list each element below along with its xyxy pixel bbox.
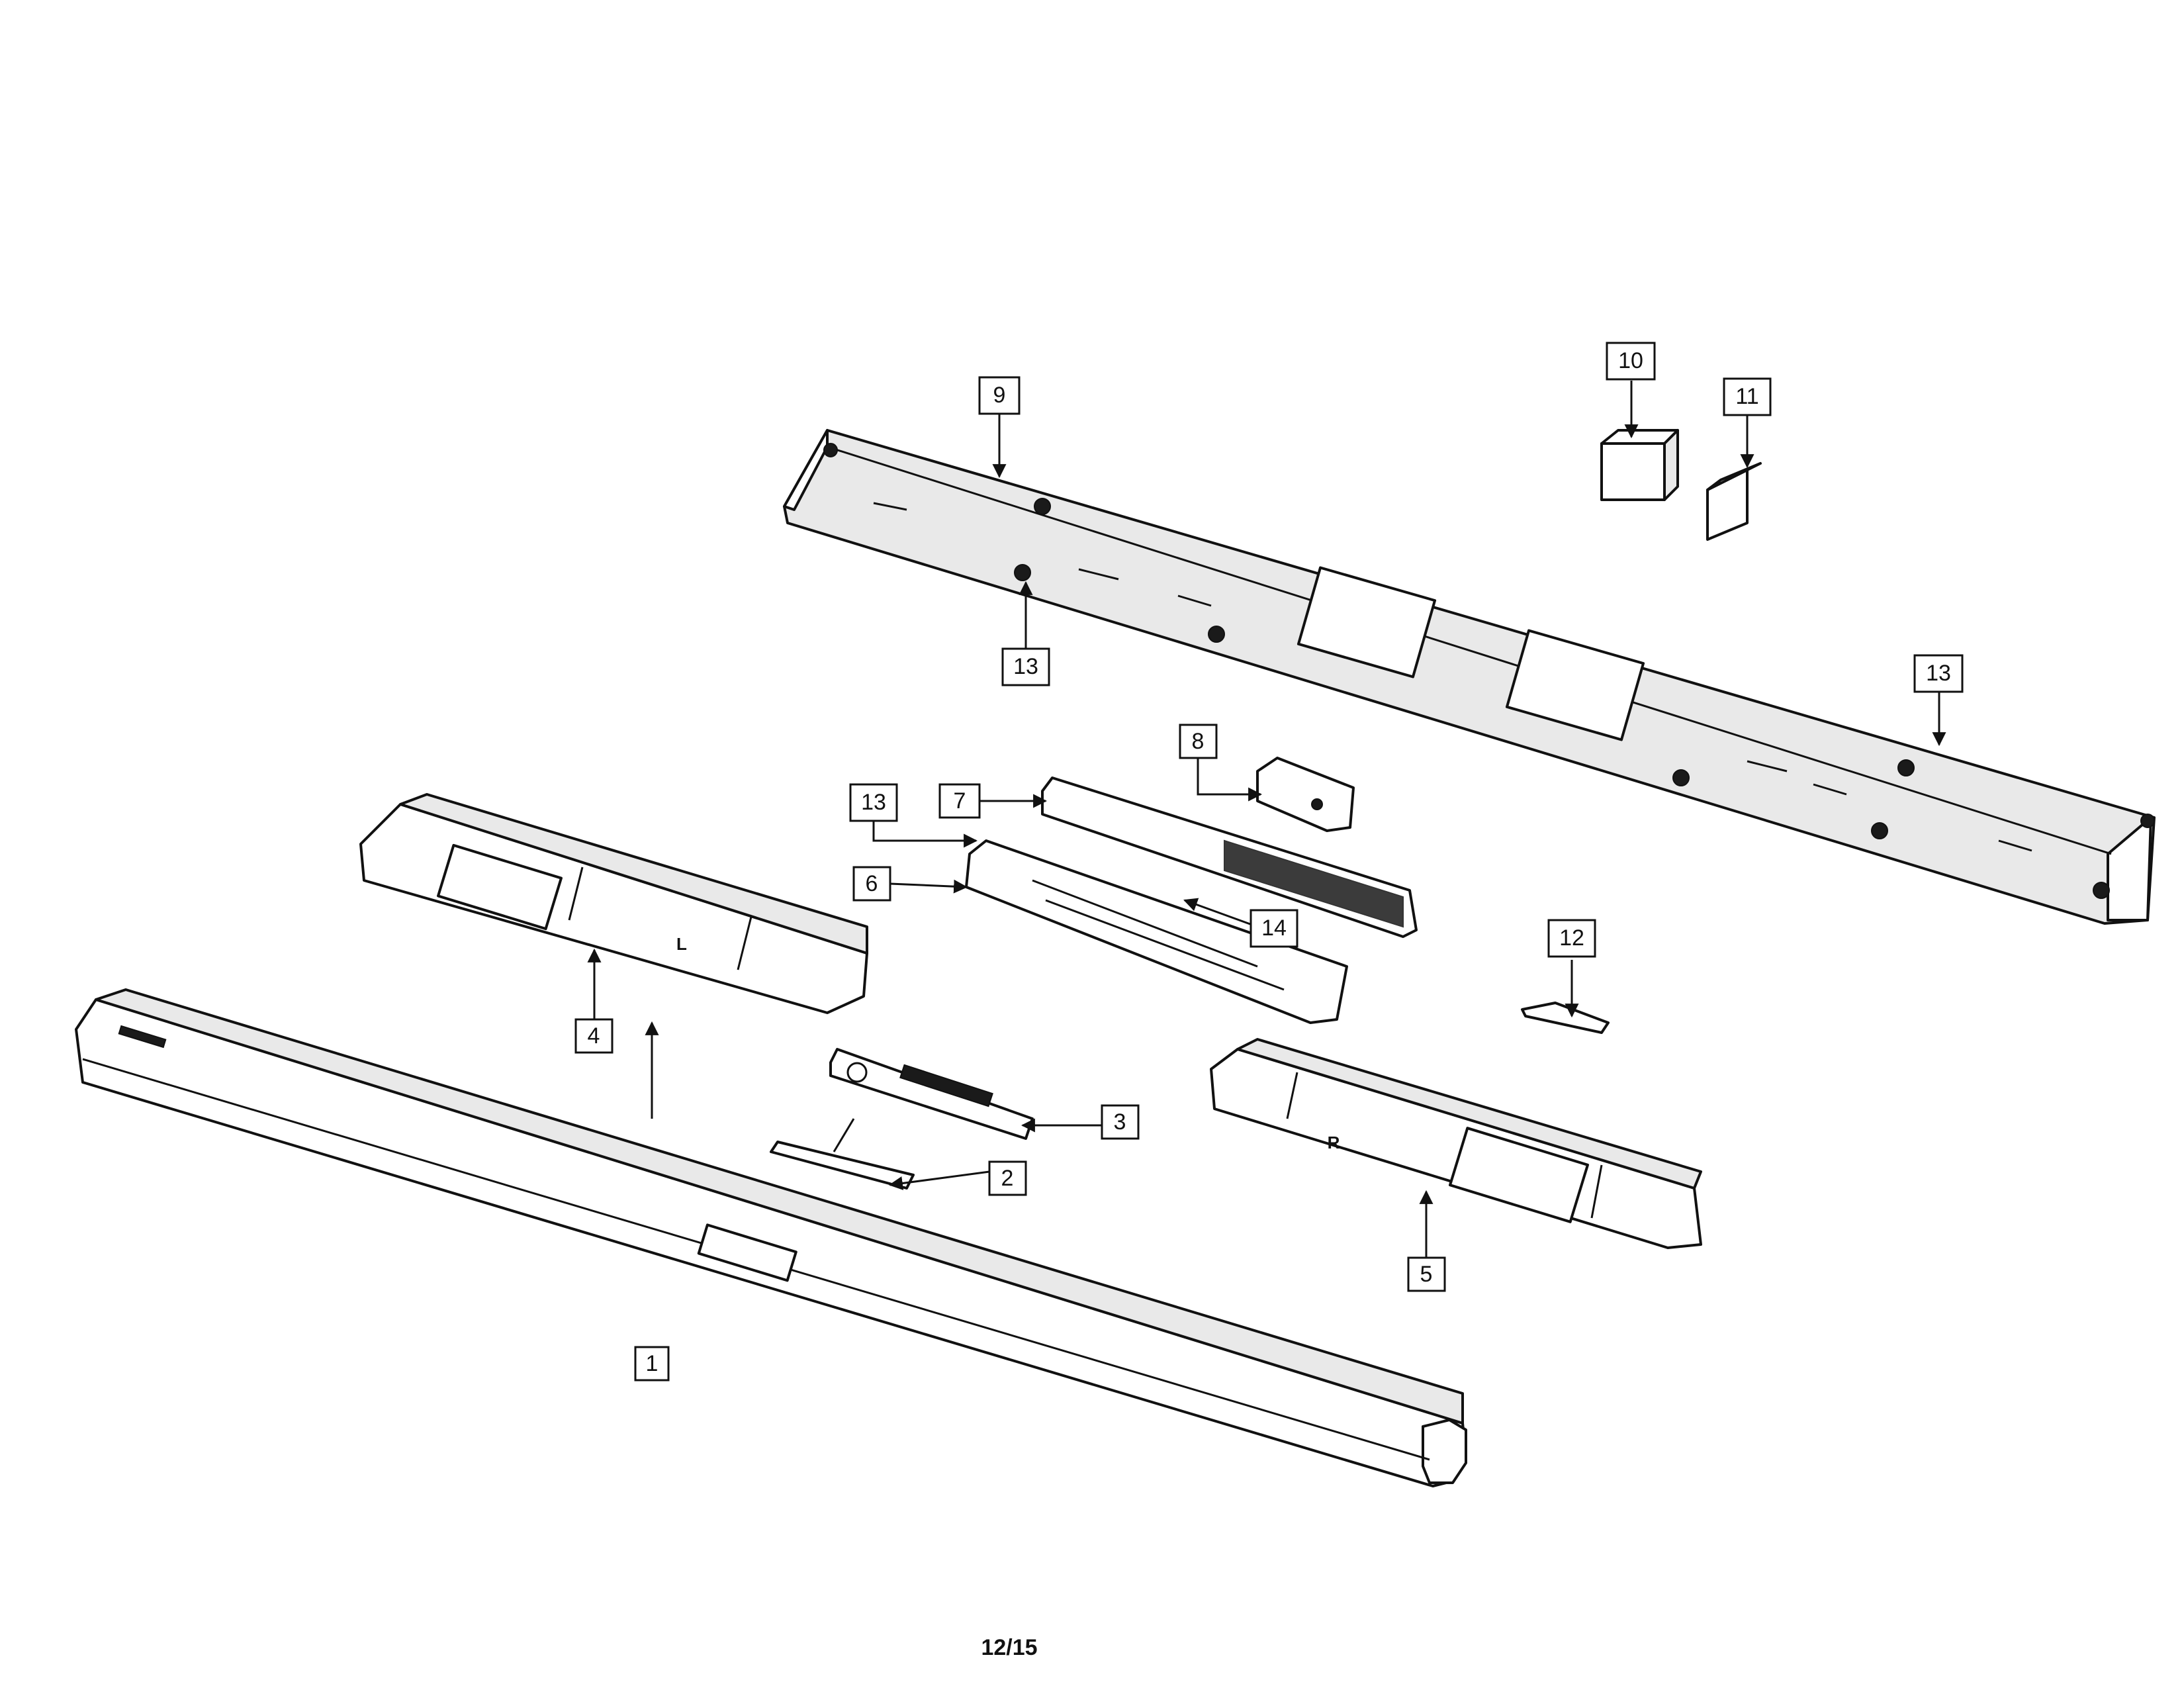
callout-3-label: 3 bbox=[1114, 1109, 1126, 1135]
callout-10-label: 10 bbox=[1618, 348, 1643, 373]
callout-14: 14 bbox=[1250, 909, 1298, 948]
callout-11-label: 11 bbox=[1735, 384, 1758, 409]
callout-6-label: 6 bbox=[866, 871, 878, 896]
left-speaker-housing: L bbox=[359, 793, 868, 1014]
shield-bracket bbox=[1706, 462, 1762, 541]
callout-13-middle: 13 bbox=[849, 783, 898, 822]
callout-8-label: 8 bbox=[1192, 729, 1205, 754]
callout-13-upper-left: 13 bbox=[1001, 647, 1050, 686]
callout-5: 5 bbox=[1407, 1256, 1446, 1292]
callout-8: 8 bbox=[1179, 724, 1218, 759]
display-bracket bbox=[770, 1118, 915, 1190]
callout-4-label: 4 bbox=[588, 1023, 600, 1049]
soundbar-cabinet bbox=[75, 988, 1467, 1487]
callout-13-label: 13 bbox=[1926, 661, 1951, 686]
back-chassis-rail bbox=[783, 429, 2156, 925]
callout-1-label: 1 bbox=[646, 1351, 659, 1376]
page-number: 12/15 bbox=[981, 1635, 1037, 1660]
callout-9: 9 bbox=[978, 376, 1021, 415]
callout-1: 1 bbox=[634, 1346, 670, 1382]
callout-12-label: 12 bbox=[1559, 925, 1584, 951]
callout-4: 4 bbox=[574, 1018, 614, 1054]
left-housing-marking: L bbox=[676, 934, 687, 954]
callout-12: 12 bbox=[1547, 919, 1596, 958]
callout-7-label: 7 bbox=[954, 788, 966, 814]
callout-7: 7 bbox=[938, 783, 981, 819]
leader-lines bbox=[587, 381, 1946, 1264]
callout-13-label: 13 bbox=[861, 790, 886, 815]
right-housing-marking: R bbox=[1328, 1133, 1340, 1152]
callout-3: 3 bbox=[1101, 1104, 1140, 1140]
callout-13-label: 13 bbox=[1013, 654, 1038, 679]
callout-11: 11 bbox=[1723, 377, 1772, 416]
callout-5-label: 5 bbox=[1420, 1262, 1433, 1287]
callout-6: 6 bbox=[852, 866, 891, 902]
small-bracket bbox=[1521, 1002, 1610, 1034]
callout-2: 2 bbox=[988, 1160, 1027, 1196]
right-speaker-housing: R bbox=[1210, 1038, 1702, 1249]
power-transformer bbox=[1600, 429, 1679, 501]
callout-14-label: 14 bbox=[1261, 915, 1287, 941]
callout-10: 10 bbox=[1606, 342, 1656, 381]
callout-2-label: 2 bbox=[1001, 1166, 1014, 1191]
small-pcb bbox=[1256, 757, 1355, 832]
callout-9-label: 9 bbox=[993, 383, 1006, 408]
callout-13-upper-right: 13 bbox=[1913, 654, 1964, 693]
amplifier-pcb bbox=[1041, 776, 1418, 938]
display-board bbox=[829, 1048, 1034, 1140]
